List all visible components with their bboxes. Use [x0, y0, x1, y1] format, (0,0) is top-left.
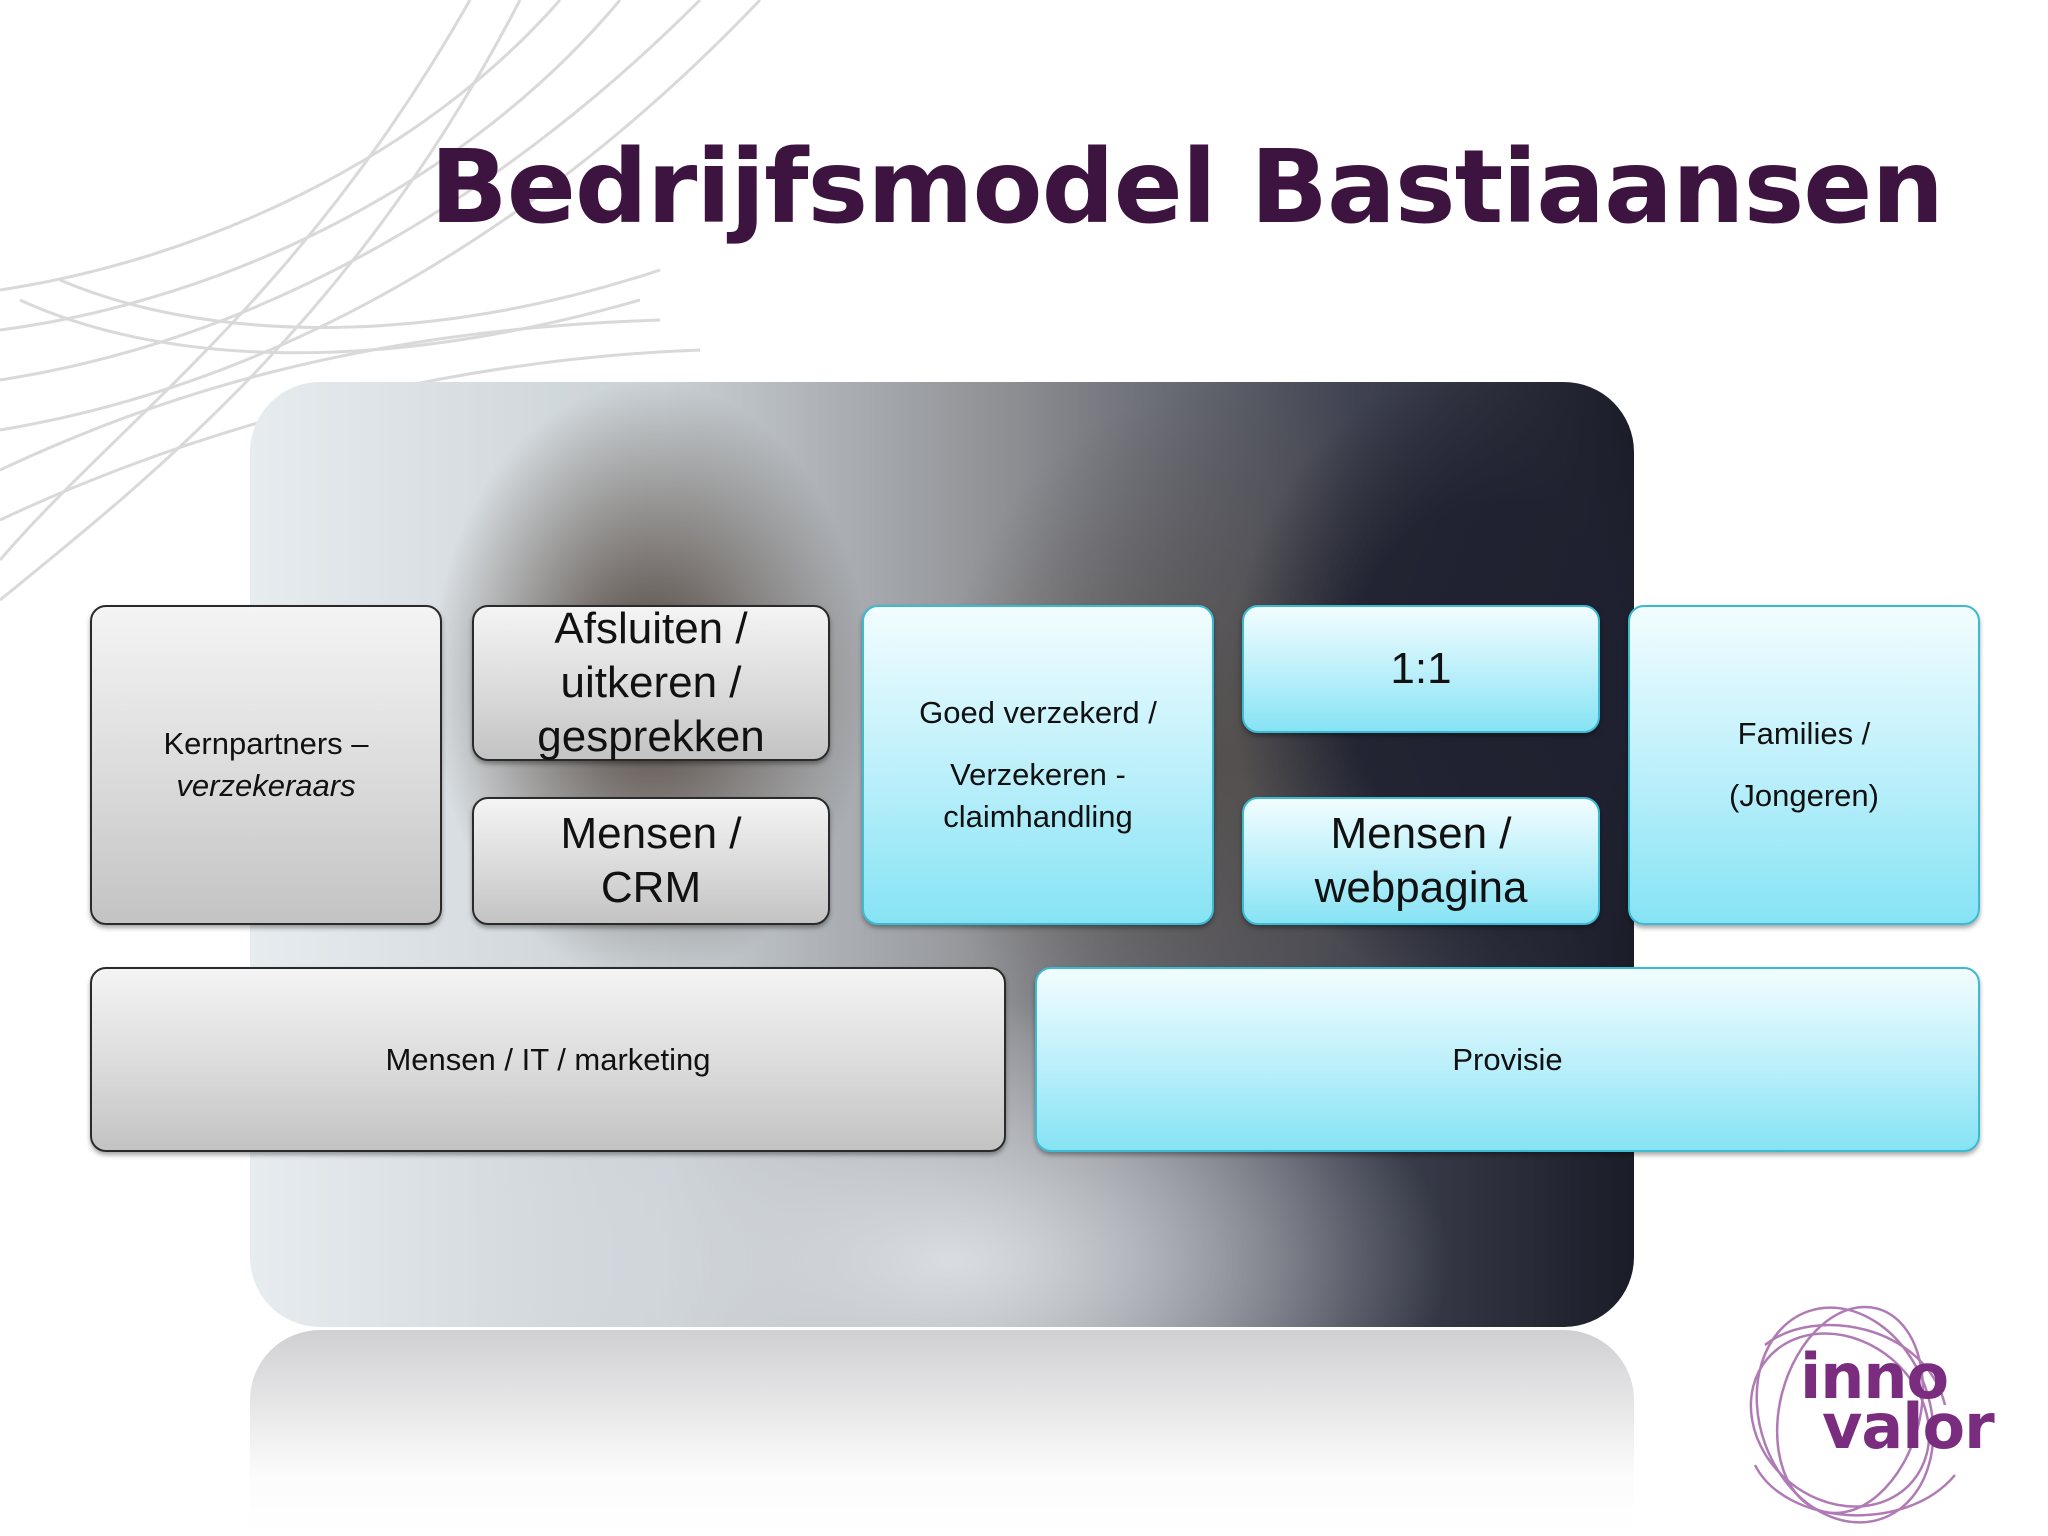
box-one-to-one: 1:1 [1242, 605, 1600, 733]
families-line2: (Jongeren) [1729, 778, 1879, 813]
photo-reflection [250, 1330, 1634, 1536]
afsluiten-line1: Afsluiten / [554, 604, 748, 653]
page-title: Bedrijfsmodel Bastiaansen [430, 128, 1944, 247]
box-kernpartners: Kernpartners – verzekeraars [90, 605, 442, 925]
mensen-webpagina-line1: Mensen / [1330, 809, 1512, 858]
box-families: Families / (Jongeren) [1628, 605, 1980, 925]
box-afsluiten: Afsluiten / uitkeren / gesprekken [472, 604, 830, 761]
box-goed-verzekerd: Goed verzekerd / Verzekeren - claimhandl… [862, 605, 1214, 925]
one-to-one-text: 1:1 [1390, 644, 1452, 693]
goed-verzekerd-line2: Verzekeren - [950, 757, 1126, 792]
box-mensen-it-marketing: Mensen / IT / marketing [90, 967, 1006, 1152]
box-provisie: Provisie [1035, 967, 1980, 1152]
kernpartners-line2: verzekeraars [176, 768, 356, 803]
decorative-swirl [0, 0, 762, 602]
innovalor-logo-text: inno valor [1800, 1340, 1995, 1463]
afsluiten-line2: uitkeren / [560, 658, 742, 707]
provisie-text: Provisie [1452, 1041, 1563, 1077]
logo-line1: inno [1800, 1340, 1949, 1413]
mensen-crm-line1: Mensen / [560, 809, 742, 858]
goed-verzekerd-line3: claimhandling [943, 799, 1133, 834]
afsluiten-line3: gesprekken [537, 712, 765, 761]
innovalor-logo-swirl [1749, 1305, 1956, 1524]
box-mensen-crm: Mensen / CRM [472, 797, 830, 925]
mensen-it-text: Mensen / IT / marketing [385, 1041, 711, 1077]
logo-line2: valor [1822, 1390, 1995, 1463]
goed-verzekerd-line1: Goed verzekerd / [919, 695, 1157, 730]
kernpartners-line1: Kernpartners – [163, 726, 369, 761]
families-line1: Families / [1737, 716, 1871, 751]
box-mensen-webpagina: Mensen / webpagina [1242, 797, 1600, 925]
mensen-webpagina-line2: webpagina [1314, 863, 1528, 912]
mensen-crm-line2: CRM [600, 863, 702, 912]
